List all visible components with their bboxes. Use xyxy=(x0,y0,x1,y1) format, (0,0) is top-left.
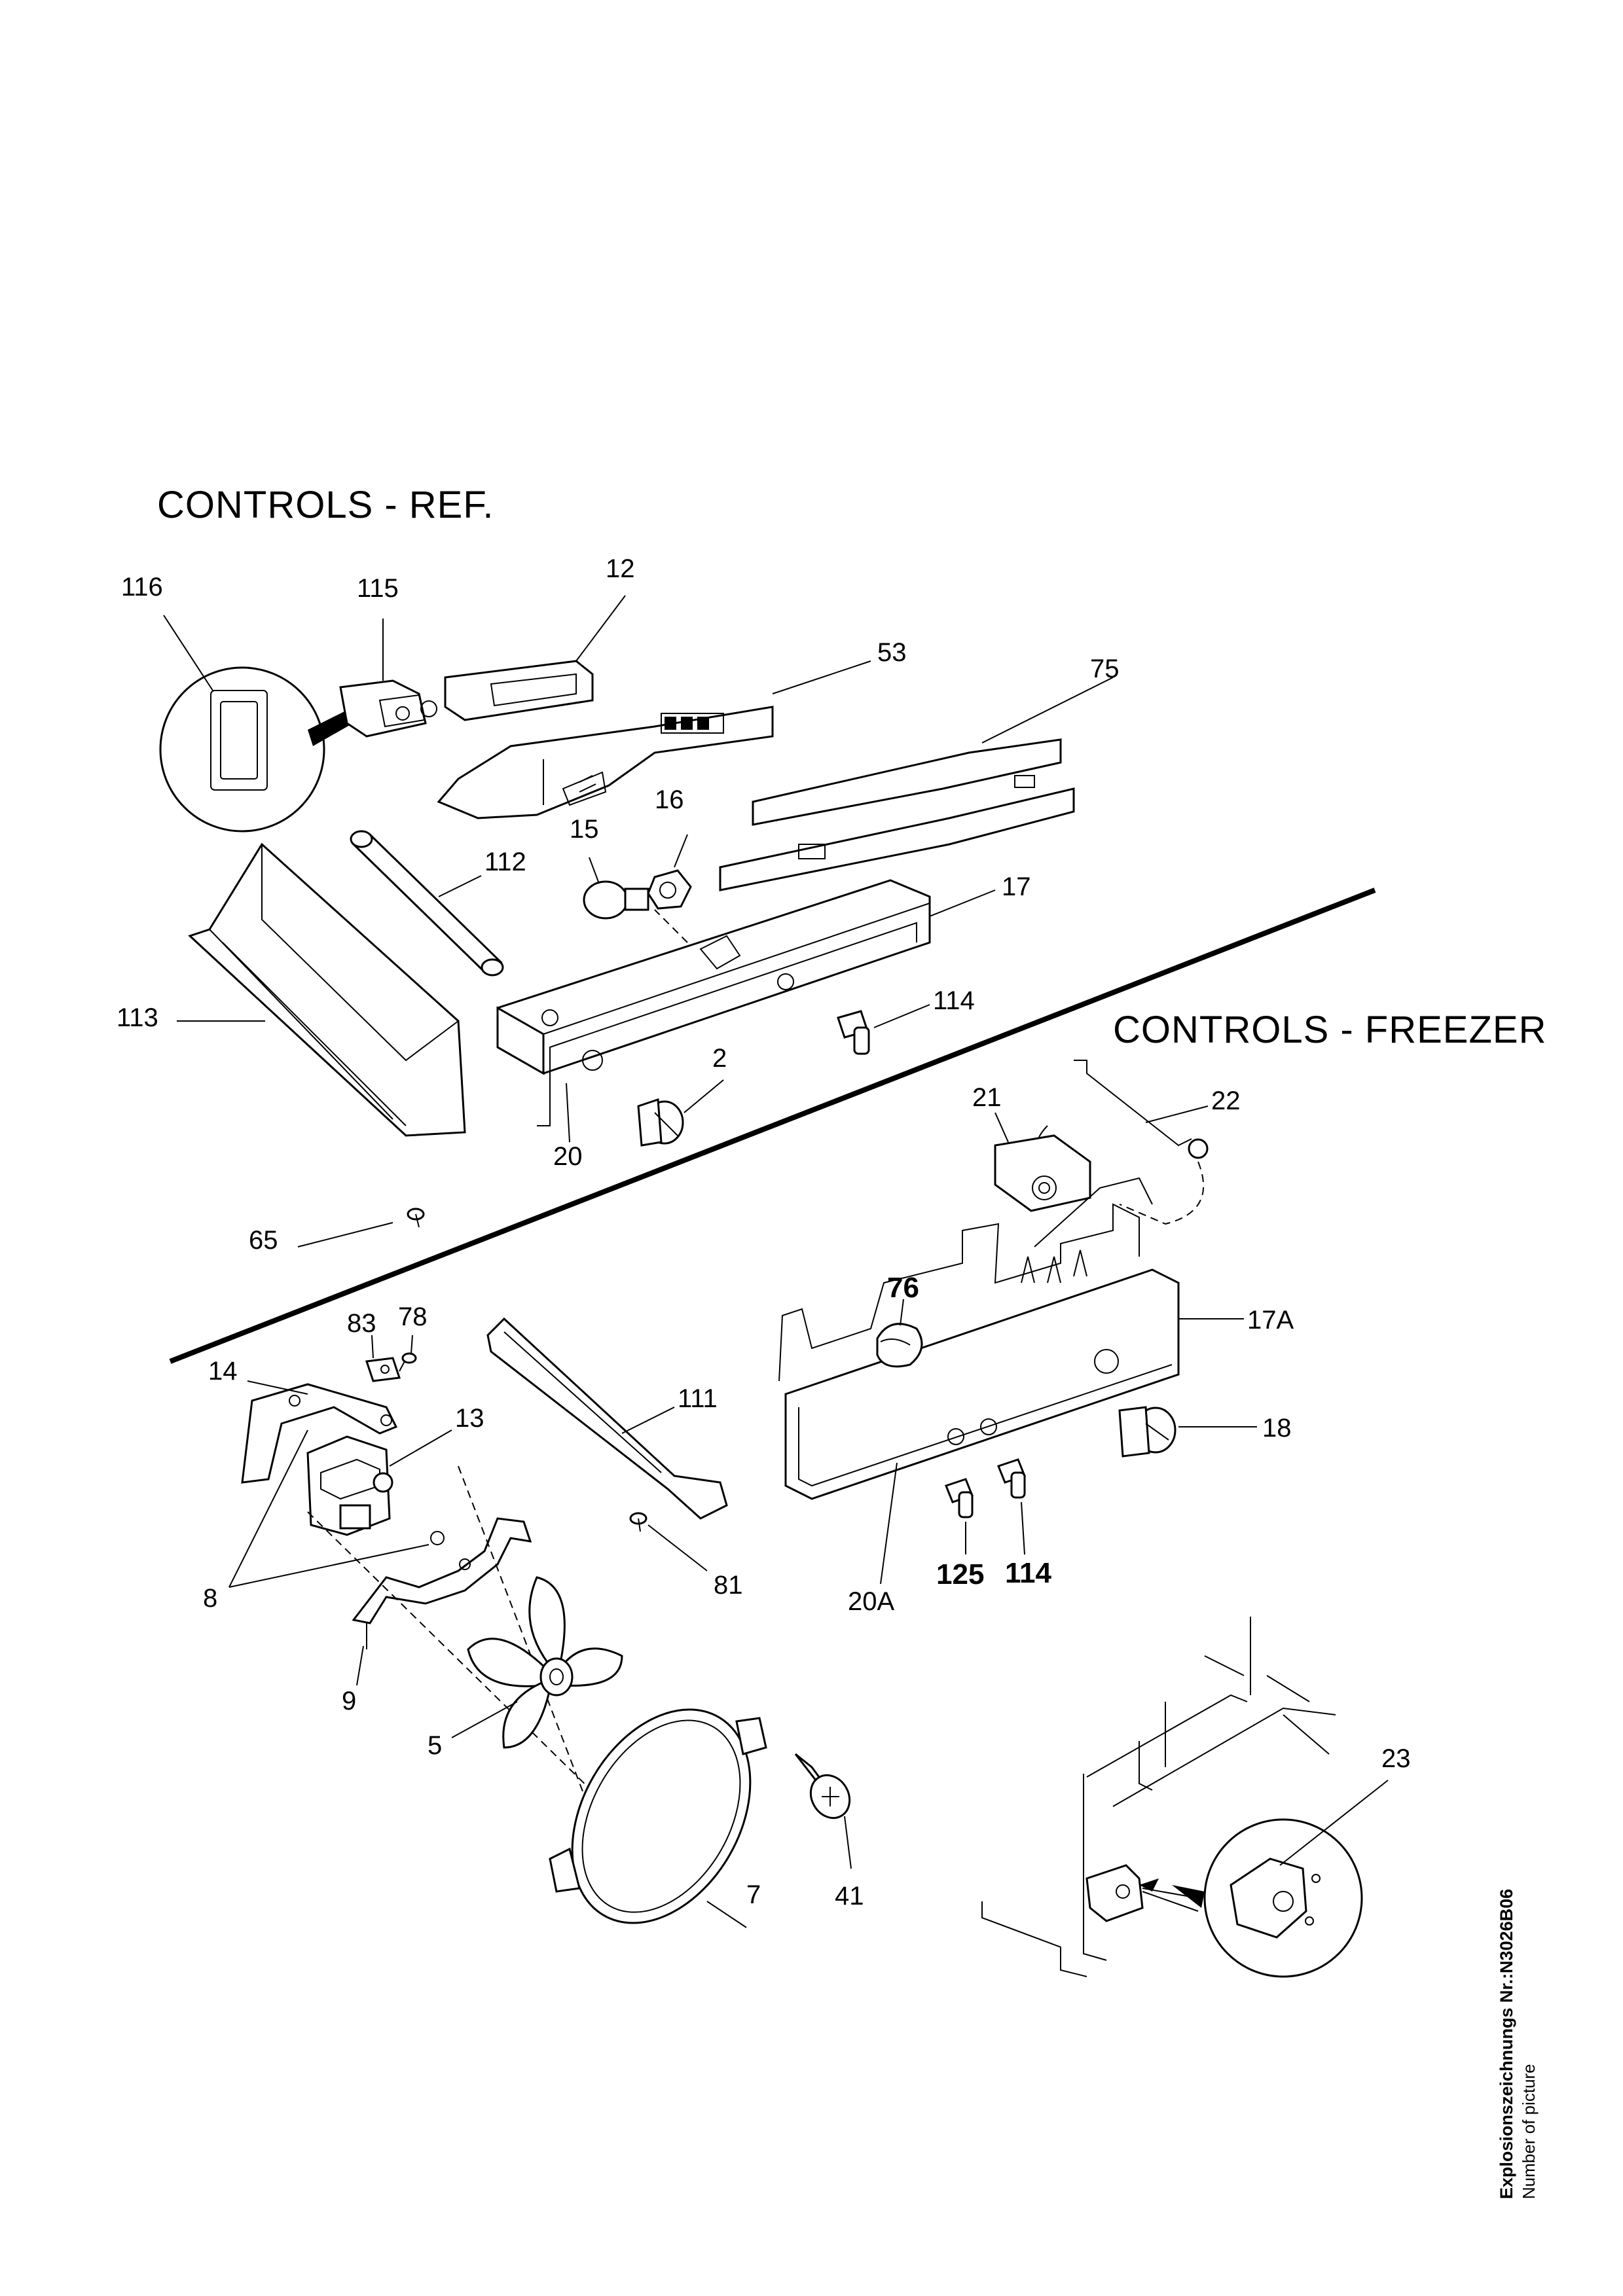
label-78: 78 xyxy=(398,1302,428,1331)
label-75: 75 xyxy=(1090,655,1120,683)
label-53: 53 xyxy=(877,638,907,667)
label-81: 81 xyxy=(714,1571,743,1600)
label-21: 21 xyxy=(972,1083,1002,1112)
label-114-freezer: 114 xyxy=(1005,1557,1052,1589)
part-113-channel-profile xyxy=(177,842,466,1137)
section-title-refrigerator-controls: CONTROLS - REF. xyxy=(157,484,494,526)
label-22: 22 xyxy=(1211,1086,1241,1115)
label-8: 8 xyxy=(203,1584,217,1613)
label-20a: 20A xyxy=(848,1587,894,1616)
label-2: 2 xyxy=(712,1044,727,1073)
part-114-knob-ref xyxy=(837,1004,930,1055)
label-20: 20 xyxy=(553,1142,583,1171)
part-23-door-switch-assembly xyxy=(981,1617,1389,1978)
part-115-bracket xyxy=(339,619,437,738)
label-41: 41 xyxy=(835,1882,864,1910)
part-112-light-tube xyxy=(350,830,504,977)
part-83-clip-nut xyxy=(365,1335,401,1382)
part-114-knob-freezer xyxy=(997,1458,1026,1555)
label-18: 18 xyxy=(1262,1414,1292,1443)
part-18-knob xyxy=(1118,1406,1257,1458)
part-41-screw xyxy=(794,1753,852,1869)
part-14-motor-bracket xyxy=(241,1380,398,1484)
part-125-knob xyxy=(945,1478,974,1554)
label-111: 111 xyxy=(678,1384,718,1413)
label-7: 7 xyxy=(746,1880,761,1909)
part-21-thermostat xyxy=(994,1112,1091,1212)
part-15-lamp-bulb xyxy=(583,857,649,920)
assembly-axis-2 xyxy=(307,1511,675,1873)
section-divider xyxy=(169,888,1376,1364)
part-12-cover xyxy=(444,595,626,721)
part-75-mounting-plate xyxy=(719,677,1114,891)
leader-20 xyxy=(566,1083,570,1143)
part-65-screw xyxy=(297,1208,425,1247)
label-5: 5 xyxy=(428,1731,442,1760)
label-112: 112 xyxy=(484,848,526,876)
label-17: 17 xyxy=(1002,872,1031,901)
part-17a-control-housing xyxy=(778,1177,1244,1500)
label-16: 16 xyxy=(655,785,684,814)
label-23: 23 xyxy=(1381,1744,1411,1773)
label-12: 12 xyxy=(606,554,635,583)
section-title-freezer-controls: CONTROLS - FREEZER xyxy=(1113,1009,1547,1051)
part-5-fan-blade xyxy=(451,1576,623,1749)
label-9: 9 xyxy=(342,1687,356,1715)
part-76-cable-clip xyxy=(876,1299,923,1368)
part-7-fan-ring xyxy=(549,1708,767,1928)
drawing-number-label: Explosionszeichnungs Nr.:N3026B06 xyxy=(1497,1888,1516,2199)
drawing-number-caption: Explosionszeichnungs Nr.:N3026B06 Number… xyxy=(1496,1889,1539,2199)
part-111-bracket-arm xyxy=(486,1317,728,1520)
label-113: 113 xyxy=(117,1003,158,1032)
part-9-lower-bracket xyxy=(352,1517,532,1686)
label-83: 83 xyxy=(347,1309,376,1338)
part-81-screw xyxy=(629,1512,708,1571)
part-2-control-knob xyxy=(637,1079,724,1147)
label-13: 13 xyxy=(455,1404,484,1433)
part-22-thermostat-sensor xyxy=(1036,1060,1209,1225)
part-53-control-panel xyxy=(437,660,871,819)
label-115: 115 xyxy=(357,574,399,603)
label-76: 76 xyxy=(887,1272,919,1304)
leader-8 xyxy=(228,1429,429,1588)
leader-20a xyxy=(880,1462,898,1585)
drawing-number-sublabel: Number of picture xyxy=(1518,2064,1539,2199)
label-125: 125 xyxy=(936,1558,984,1590)
part-17-control-housing xyxy=(496,879,996,1126)
part-16-lamp-socket xyxy=(647,834,692,910)
label-14: 14 xyxy=(208,1357,238,1386)
part-13-fan-motor xyxy=(306,1429,452,1536)
label-65: 65 xyxy=(249,1226,278,1255)
label-17a: 17A xyxy=(1247,1306,1294,1335)
part-78-screw xyxy=(399,1335,417,1372)
label-116: 116 xyxy=(121,573,163,601)
label-114-ref: 114 xyxy=(933,986,975,1015)
part-116-magnified-gasket xyxy=(159,615,359,833)
label-15: 15 xyxy=(570,815,599,844)
